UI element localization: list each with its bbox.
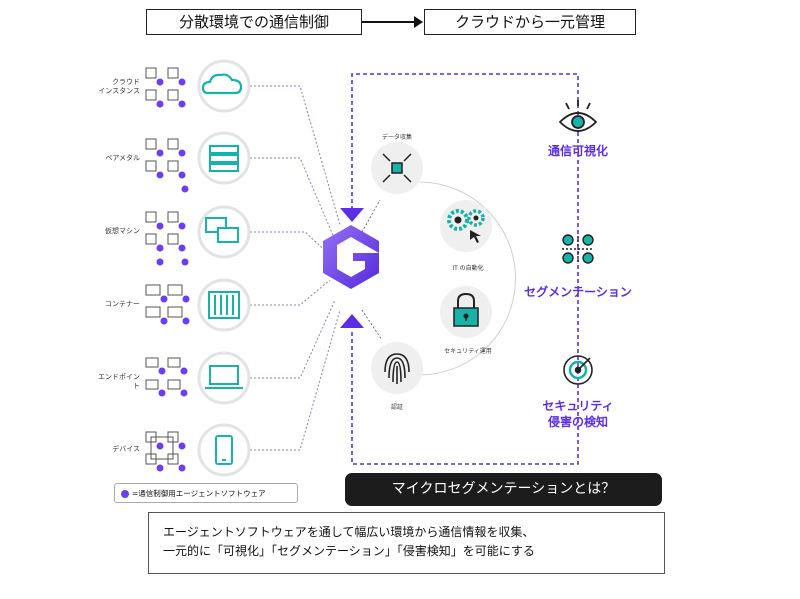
header-left-text: 分散環境での通信制御 (178, 13, 329, 31)
header-right-text: クラウドから一元管理 (454, 13, 605, 31)
legend: =通信制御用エージェントソフトウェア (114, 483, 298, 503)
central-logo-icon (323, 225, 379, 289)
legend-text: =通信制御用エージェントソフトウェア (132, 489, 266, 498)
row-label-cloud: クラウド インスタンス (98, 78, 140, 95)
row-connectors (250, 85, 341, 451)
row-label-endpoint: エンドポイント (98, 373, 140, 390)
header-right-box: クラウドから一元管理 (424, 9, 636, 35)
loop-arrow-up (340, 314, 364, 328)
gears-icon (447, 209, 485, 243)
laptop-icon (205, 365, 243, 389)
fingerprint-icon (384, 353, 410, 384)
description-line-1: エージェントソフトウェアを通して幅広い環境から通信情報を収集、 (163, 525, 535, 539)
node-label-automation: IT の自動化 (452, 265, 484, 272)
agent-clusters (145, 67, 183, 465)
feature-breach-detection: セキュリティ 侵害の検知 (542, 399, 614, 429)
description-line-2: 一元的に「可視化」「セグメンテーション」「侵害検知」を可能にする (163, 544, 535, 558)
loop-arrow-down (340, 208, 364, 222)
node-label-auth: 認証 (390, 404, 403, 411)
agent-dots (156, 78, 190, 472)
node-label-secops: セキュリティ運用 (444, 348, 492, 355)
header-arrow (362, 16, 423, 28)
description-box: エージェントソフトウェアを通して幅広い環境から通信情報を収集、 一元的に「可視化… (148, 512, 665, 574)
agent-dot-icon (121, 490, 129, 498)
feature-visibility: 通信可視化 (547, 144, 608, 158)
container-icon (208, 291, 240, 319)
smartphone-icon (215, 435, 233, 465)
control-loop (351, 73, 579, 465)
server-icon (209, 145, 239, 172)
feature-segmentation: セグメンテーション (524, 285, 632, 299)
collect-icon (382, 153, 412, 183)
cycle-ring (417, 181, 516, 376)
row-label-baremetal: ベアメタル (105, 154, 140, 162)
eye-icon (558, 100, 598, 132)
row-circles (197, 59, 251, 477)
segmentation-icon (562, 234, 594, 264)
header-left-box: 分散環境での通信制御 (146, 9, 362, 35)
node-label-collect: データ収集 (381, 134, 412, 141)
row-label-container: コンテナー (105, 300, 140, 308)
virtual-machine-icon (205, 217, 239, 243)
what-is-microsegmentation-button[interactable]: マイクロセグメンテーションとは？ (345, 473, 662, 506)
radar-icon (563, 355, 593, 385)
row-label-vm: 仮想マシン (105, 227, 140, 235)
lock-icon (453, 292, 479, 327)
dark-button-label: マイクロセグメンテーションとは？ (391, 481, 616, 497)
row-label-device: デバイス (112, 445, 140, 453)
cloud-icon (201, 73, 243, 95)
